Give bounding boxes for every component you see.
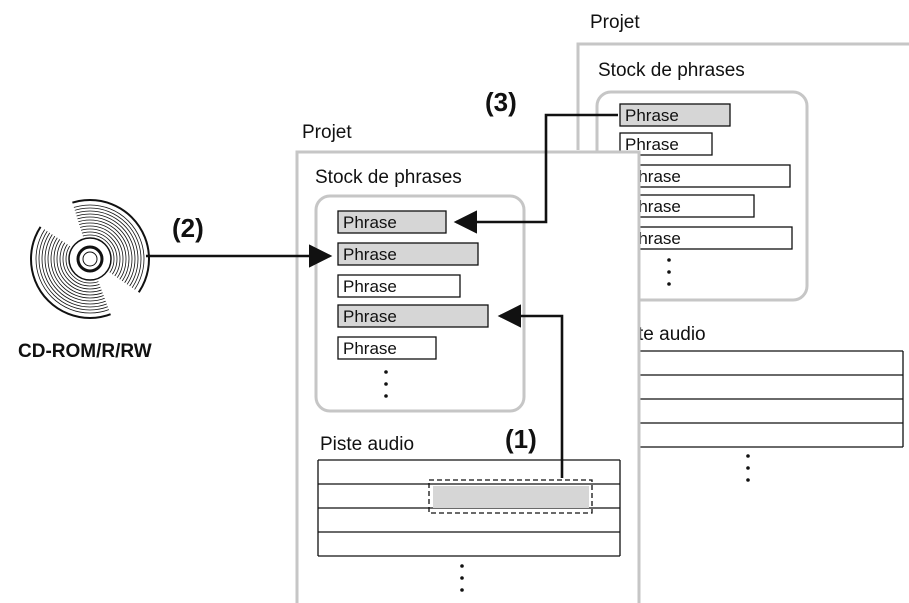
project-back-more-dots (667, 258, 671, 286)
project-front-more-dots (384, 370, 388, 398)
project-back-phrase-1[interactable] (619, 103, 731, 127)
project-front-track-label: Piste audio (320, 434, 414, 455)
project-back: Projet Stock de phrases Phrase Phrase Ph… (576, 12, 909, 530)
project-back-audio-track (633, 350, 904, 448)
project-back-phrase-2-label: Phrase (625, 135, 679, 154)
project-back-phrase-1-label: Phrase (625, 106, 679, 125)
project-front-phrase-pool (314, 194, 526, 413)
step-1-label: (1) (505, 424, 537, 454)
project-back-track-more-dots (746, 454, 750, 482)
audio-region-selection[interactable] (433, 486, 589, 508)
project-front-phrase-2-label: Phrase (343, 245, 397, 264)
project-back-stock-label: Stock de phrases (598, 60, 745, 81)
project-front-phrase-2[interactable] (337, 242, 479, 266)
project-back-title: Projet (590, 12, 640, 33)
cd-disc-icon (30, 195, 150, 319)
step-2-label: (2) (172, 213, 204, 243)
arrow-3-copy-from-other-project (453, 113, 618, 234)
project-front-phrase-4-label: Phrase (343, 307, 397, 326)
project-front-phrase-3-label: Phrase (343, 277, 397, 296)
project-front-phrase-5-label: Phrase (343, 339, 397, 358)
project-front-phrase-5[interactable] (337, 336, 437, 360)
project-back-track-label: te audio (638, 324, 706, 345)
project-front-phrase-1-label: Phrase (343, 213, 397, 232)
audio-region-dashed-outline (428, 479, 593, 514)
project-front-phrase-3[interactable] (337, 274, 461, 298)
project-front-phrase-4[interactable] (337, 304, 489, 328)
step-3-label: (3) (485, 87, 517, 117)
project-front-title: Projet (302, 122, 352, 143)
project-front-stock-label: Stock de phrases (315, 167, 462, 188)
project-back-phrase-2[interactable] (619, 132, 713, 156)
cd-label: CD-ROM/R/RW (18, 341, 152, 362)
project-front: Projet Stock de phrases Phrase Phrase Ph… (295, 122, 641, 603)
arrow-1-track-to-phrase (497, 304, 564, 478)
project-front-track-more-dots (460, 564, 464, 592)
project-front-phrase-1[interactable] (337, 210, 447, 234)
